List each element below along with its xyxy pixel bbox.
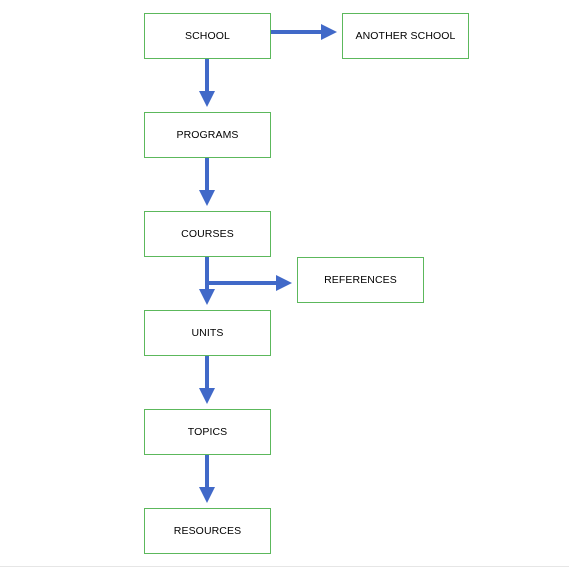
node-another-school-label: ANOTHER SCHOOL <box>355 30 456 42</box>
node-resources-label: RESOURCES <box>173 525 242 537</box>
node-units-label: UNITS <box>191 327 224 339</box>
node-references: REFERENCES <box>297 257 424 303</box>
node-programs: PROGRAMS <box>144 112 271 158</box>
node-resources: RESOURCES <box>144 508 271 554</box>
node-courses-label: COURSES <box>181 228 234 240</box>
node-programs-label: PROGRAMS <box>176 129 239 141</box>
node-school: SCHOOL <box>144 13 271 59</box>
node-references-label: REFERENCES <box>324 274 397 286</box>
node-topics-label: TOPICS <box>187 426 228 438</box>
node-units: UNITS <box>144 310 271 356</box>
node-school-label: SCHOOL <box>185 30 230 42</box>
node-another-school: ANOTHER SCHOOL <box>342 13 469 59</box>
bottom-divider <box>0 566 569 567</box>
node-courses: COURSES <box>144 211 271 257</box>
node-topics: TOPICS <box>144 409 271 455</box>
